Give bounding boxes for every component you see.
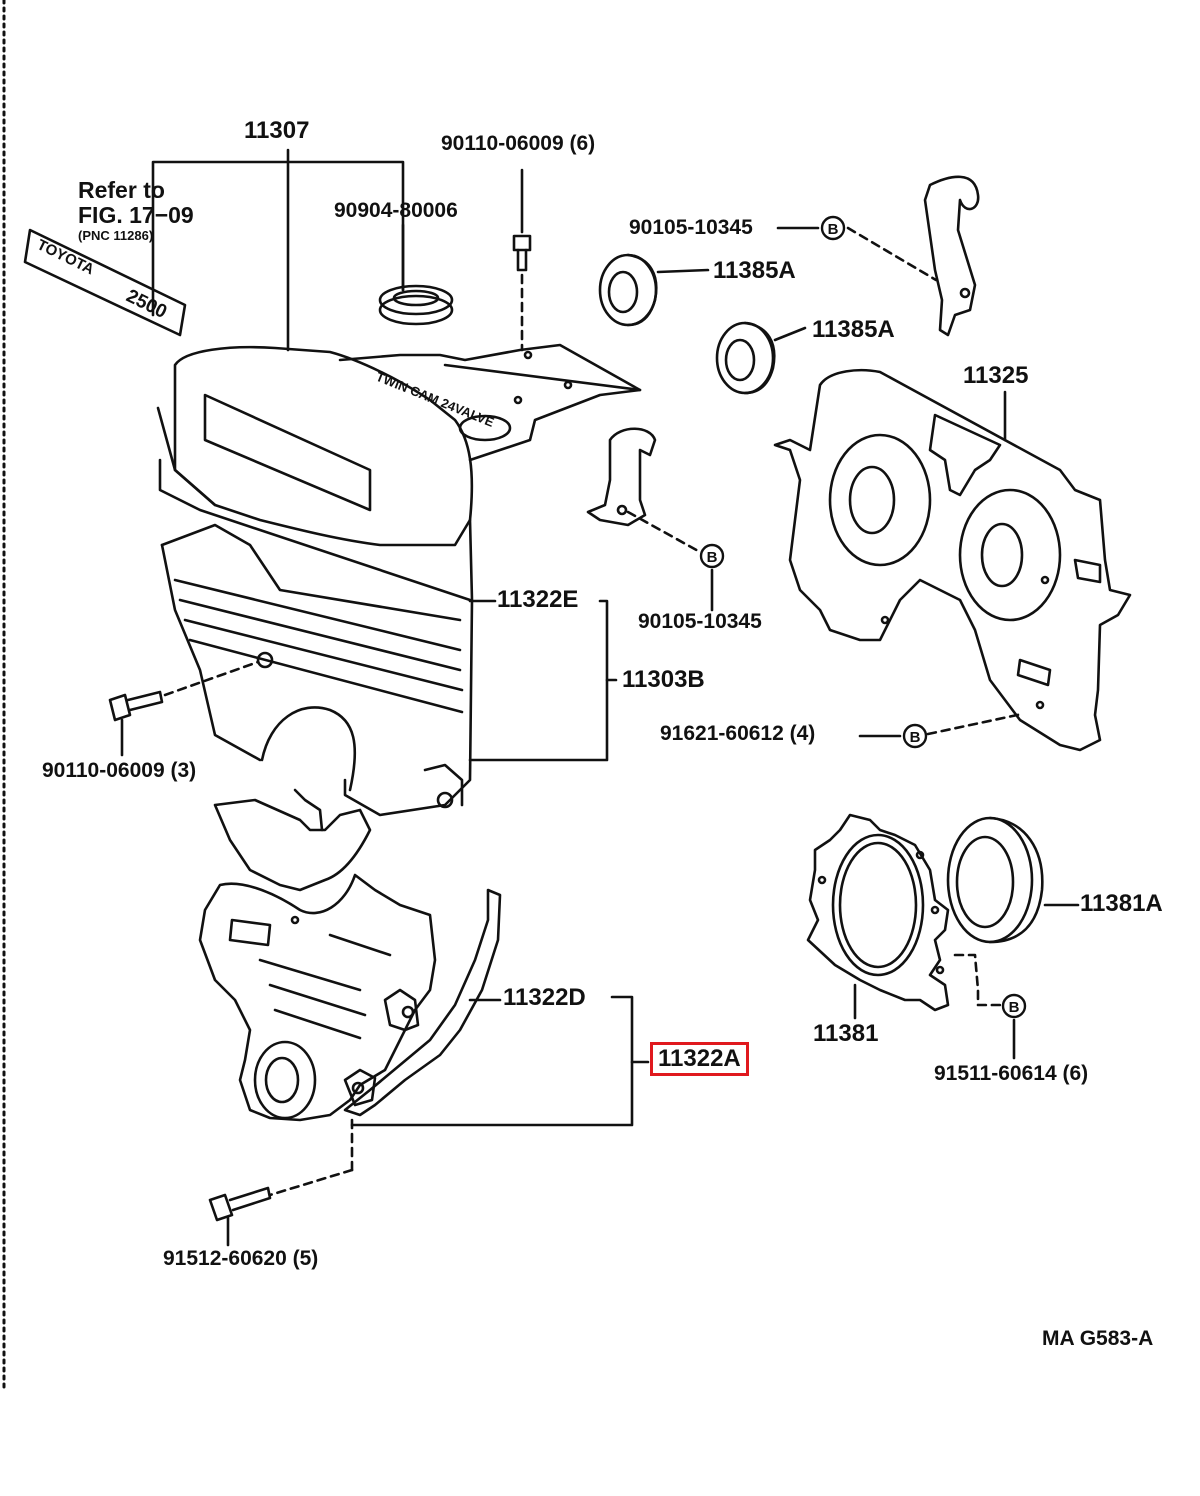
callout-letter-4: B [1009, 999, 1020, 1016]
bracket-right [923, 175, 980, 337]
refer-note-line1: Refer to [78, 177, 165, 203]
oil-seal-11385a-1 [598, 253, 710, 327]
lower-cover-gasket [343, 888, 502, 1117]
emblem-plate [23, 228, 187, 337]
callout-b-2 [699, 543, 725, 569]
refer-note-line3: (PNC 11286) [78, 227, 154, 243]
label-11322e: 11322E [497, 586, 579, 613]
leader-91512-b [268, 1168, 354, 1197]
callout-letter-2: B [707, 549, 718, 566]
callout-b-3 [902, 723, 928, 749]
lower-timing-cover [198, 788, 437, 1122]
oil-seal-retainer [806, 813, 950, 1020]
bolt-bottom [208, 1186, 272, 1247]
bolt-left [108, 660, 260, 757]
label-91511-60614: 91511-60614 (6) [934, 1062, 1089, 1085]
label-11385a-2: 11385A [812, 316, 895, 343]
label-90105-10345-b: 90105-10345 [638, 610, 762, 633]
label-90105-10345-a: 90105-10345 [629, 216, 753, 239]
refer-note-line2: FIG. 17−09 [78, 202, 194, 229]
timing-belt-plate [773, 368, 1132, 752]
cap-seal [378, 284, 454, 326]
refer-note: Refer to FIG. 17−09 (PNC 11286) [78, 177, 194, 243]
oil-seal-11381a [946, 816, 1080, 944]
callout-b-4 [1001, 993, 1027, 1019]
callout-b-1 [820, 215, 846, 241]
label-90110-06009-top: 90110-06009 (6) [441, 132, 596, 155]
callout-circles [699, 215, 1027, 1019]
label-11325: 11325 [963, 362, 1029, 389]
bracket-mid [586, 427, 657, 527]
callout-letter-3: B [910, 729, 921, 746]
label-91512-60620: 91512-60620 (5) [163, 1247, 319, 1270]
cover-lettering: TWIN CAM 24VALVE [374, 369, 497, 430]
label-11322d: 11322D [503, 984, 586, 1011]
callout-letter-1: B [828, 221, 839, 238]
leader-b3 [926, 712, 1024, 736]
bolt-top [512, 168, 532, 352]
label-91621-60612: 91621-60612 (4) [660, 722, 816, 745]
label-90904-80006: 90904-80006 [334, 199, 458, 222]
leader-b2 [626, 510, 702, 554]
label-11322a-highlighted[interactable]: 11322A [650, 1042, 749, 1076]
label-11385a-1: 11385A [713, 257, 796, 284]
label-11303b: 11303B [622, 666, 705, 693]
emblem-model: 2500 [123, 286, 170, 323]
label-11381a: 11381A [1080, 890, 1163, 917]
upper-timing-cover [156, 343, 642, 817]
figure-code: MA G583-A [1042, 1327, 1154, 1350]
oil-seal-11385a-2 [715, 321, 807, 395]
leader-b1 [846, 226, 938, 282]
label-11381: 11381 [813, 1020, 879, 1047]
label-11307: 11307 [244, 117, 310, 144]
label-90110-06009-left: 90110-06009 (3) [42, 759, 197, 782]
label-leaders [151, 148, 1007, 1127]
leader-b4 [953, 953, 1002, 1007]
